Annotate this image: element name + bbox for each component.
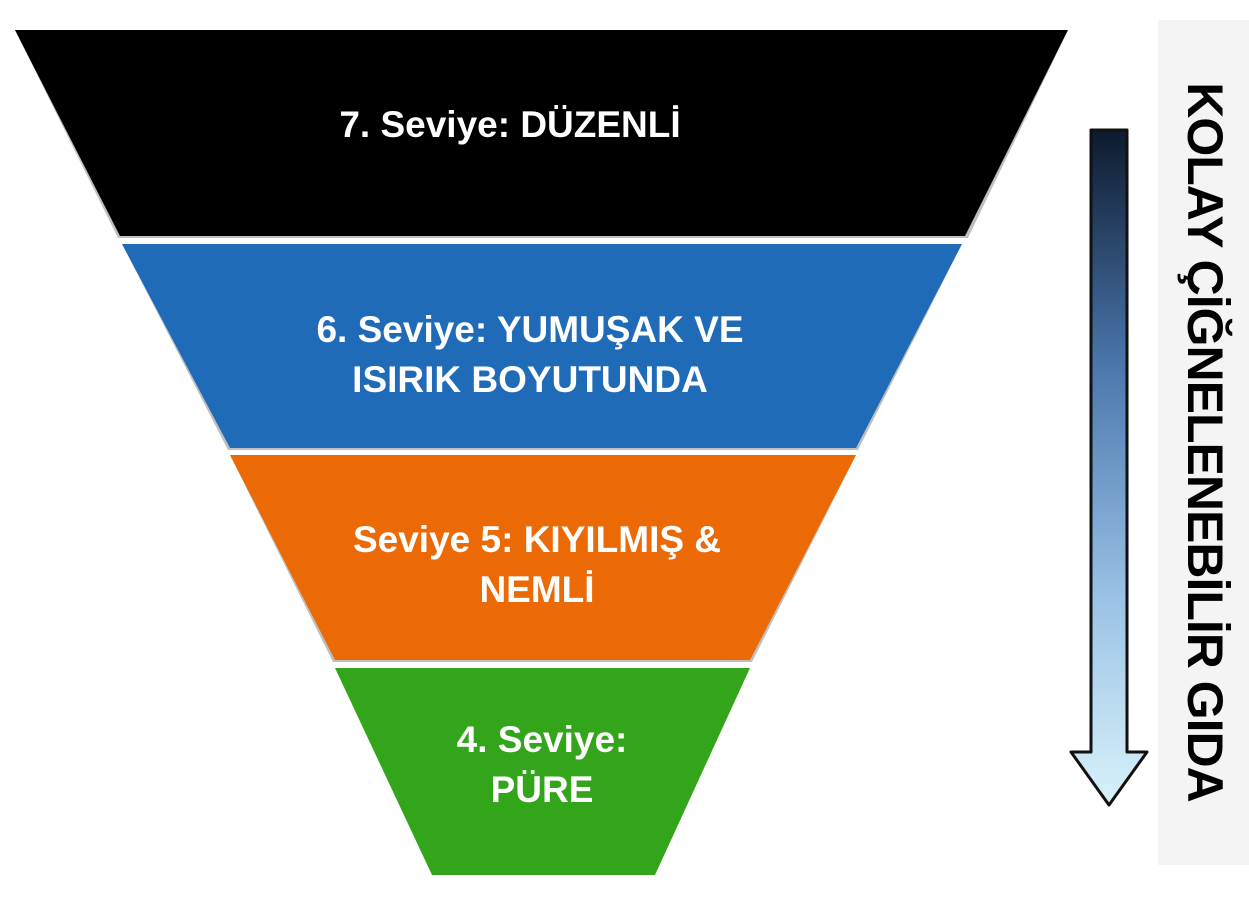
level-7-label: 7. Seviye: DÜZENLİ [339, 104, 681, 145]
side-label: KOLAY ÇİĞNELENEBİLİR GIDA [1177, 82, 1233, 802]
down-arrow-icon [1069, 128, 1149, 807]
level-5-label: Seviye 5: KIYILMIŞ &NEMLİ [352, 519, 722, 610]
level-4-label: 4. Seviye:PÜRE [456, 719, 628, 810]
level-6-segment [122, 244, 962, 448]
level-7-segment [15, 30, 1068, 236]
level-4-segment [335, 668, 750, 875]
side-label-panel [1158, 20, 1249, 865]
level-5-segment [230, 455, 856, 660]
